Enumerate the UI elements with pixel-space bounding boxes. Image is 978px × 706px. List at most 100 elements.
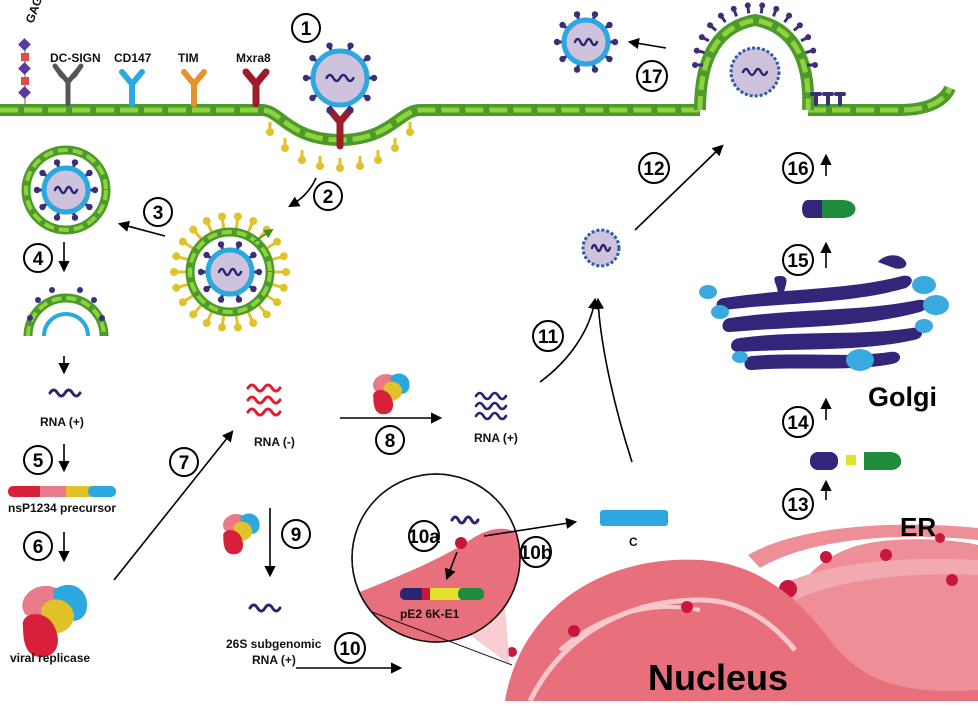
virion-attaching (302, 42, 378, 114)
step-7-badge: 7 (169, 447, 199, 477)
subgenomic-label: 26S subgenomic (226, 637, 322, 651)
svg-text:Mxra8: Mxra8 (236, 51, 271, 65)
step-number: 17 (641, 67, 662, 88)
replicase-small-2 (223, 513, 260, 555)
polyprotein-label: pE2 6K-E1 (400, 607, 460, 621)
step-number: 15 (787, 251, 809, 272)
step-3-badge: 3 (143, 197, 173, 227)
rna-strand (325, 73, 355, 83)
step-11-badge: 11 (532, 320, 564, 352)
step-10a-badge: 10a (408, 520, 440, 552)
endosome-virion (21, 145, 111, 235)
glycoprotein-split (810, 452, 902, 470)
step-number: 3 (153, 203, 164, 224)
rna-positive-strand (48, 388, 82, 398)
viral-replicase (22, 584, 88, 657)
step-number: 14 (787, 413, 809, 434)
step-1-badge: 1 (291, 13, 321, 43)
step-2-badge: 2 (313, 181, 343, 211)
step-number: 2 (323, 187, 334, 208)
replicase-small (373, 373, 410, 415)
zoom-inset (351, 473, 521, 666)
rna-positive-copy (474, 401, 508, 411)
golgi-label: Golgi (868, 382, 937, 412)
fusion-arrow (253, 228, 274, 243)
step-number: 6 (33, 537, 44, 558)
receptor-tim: TIM (178, 51, 207, 107)
virion-in-endosome (33, 159, 99, 221)
rna-positive-copy (474, 411, 508, 421)
receptor-gag: GAG (18, 0, 45, 105)
nsp1234-precursor-bar (8, 486, 116, 497)
rna-negative-strand (246, 383, 282, 393)
svg-text:TIM: TIM (178, 51, 199, 65)
step-14-badge: 14 (782, 406, 814, 438)
step-number: 9 (291, 525, 302, 546)
rna-strand (741, 67, 769, 77)
nucleocapsid (581, 228, 621, 268)
rna-negative-strand (246, 407, 282, 417)
receptor-cd147: CD147 (114, 51, 152, 107)
virion-released (553, 11, 619, 73)
step-number: 16 (787, 159, 808, 180)
nucleus-label: Nucleus (648, 657, 788, 698)
rna-positive-label: RNA (+) (40, 415, 84, 429)
step-number: 1 (301, 19, 312, 40)
receptor-label: GAG (23, 0, 46, 25)
arrows (58, 37, 832, 674)
step-10-badge: 10 (334, 632, 366, 664)
virion-budding (729, 46, 781, 98)
step-number: 10b (520, 543, 553, 564)
step-number: 10a (408, 527, 440, 548)
er-label: ER (900, 512, 936, 542)
step-13-badge: 13 (782, 488, 814, 520)
polyprotein-bar (400, 588, 484, 600)
rna-strand (53, 185, 79, 195)
glycoprotein-mature (802, 200, 856, 218)
step-12-badge: 12 (638, 152, 670, 184)
step-4-badge: 4 (23, 243, 53, 273)
step-number: 8 (385, 431, 396, 452)
step-number: 5 (33, 451, 44, 472)
coated-vesicle (170, 212, 290, 332)
step-8-badge: 8 (375, 425, 405, 455)
step-number: 11 (538, 327, 559, 348)
rna-strand (573, 37, 599, 47)
clathrin-coat (266, 122, 414, 172)
budding-spikes (692, 2, 818, 68)
open-endosome (23, 287, 109, 337)
receptor-dc-sign: DC-SIGN (50, 51, 101, 107)
step-number: 13 (787, 495, 808, 516)
step-9-badge: 9 (281, 519, 311, 549)
virion-in-vesicle (197, 241, 263, 303)
capsid-protein (600, 510, 668, 526)
nucleus (505, 559, 978, 703)
step-17-badge: 17 (636, 60, 668, 92)
step-6-badge: 6 (23, 531, 53, 561)
receptor-mxra8: Mxra8 (236, 51, 271, 108)
golgi-apparatus (699, 255, 949, 371)
capsid-label: C (629, 535, 638, 549)
step-10b-badge: 10b (520, 536, 553, 568)
svg-text:CD147: CD147 (114, 51, 152, 65)
rna-positive-label-2: RNA (+) (474, 431, 518, 445)
step-15-badge: 15 (782, 244, 814, 276)
step-5-badge: 5 (23, 445, 53, 475)
subgenomic-rna (248, 603, 282, 613)
subgenomic-label-2: RNA (+) (252, 653, 296, 667)
step-16-badge: 16 (782, 152, 814, 184)
step-number: 10 (339, 639, 360, 660)
membrane-spikes-right (810, 92, 846, 106)
precursor-label: nsP1234 precursor (8, 501, 116, 515)
rna-strand (590, 243, 612, 253)
subgenomic-rna-inset (450, 515, 480, 525)
step-number: 12 (643, 159, 664, 180)
step-number: 7 (179, 453, 190, 474)
ribosome-dot (455, 537, 467, 549)
rna-positive-copy (474, 391, 508, 401)
rna-strand (217, 267, 243, 277)
rna-negative-label: RNA (-) (254, 435, 295, 449)
rna-negative-strand (246, 395, 282, 405)
step-number: 4 (33, 249, 44, 270)
